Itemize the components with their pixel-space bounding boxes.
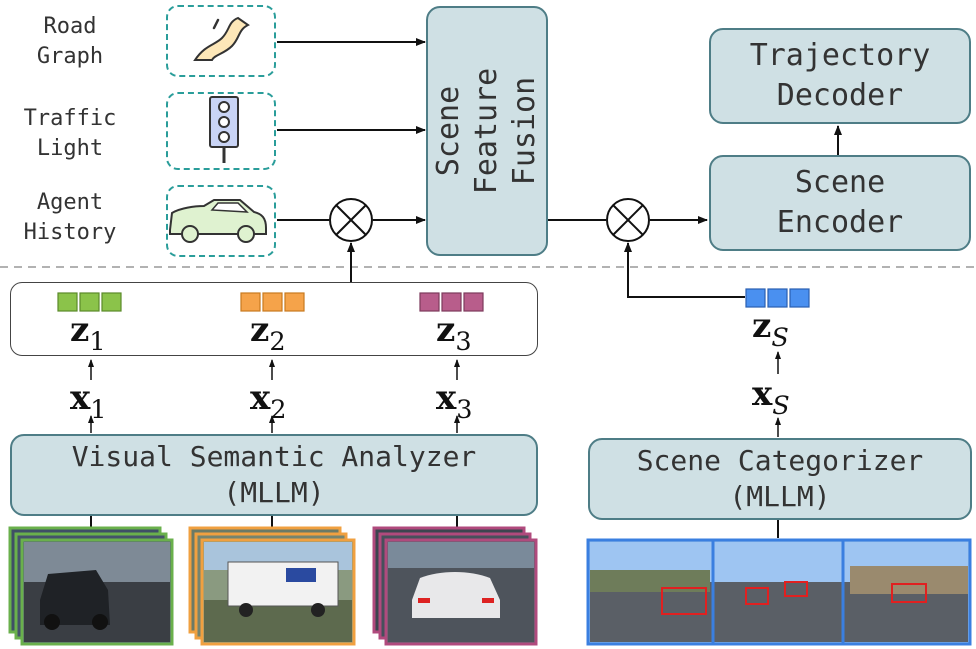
xs-label: xS (752, 374, 790, 421)
pink-image-stack (372, 526, 538, 646)
x1-label: x1 (70, 378, 107, 425)
zs-label: zS (752, 306, 789, 353)
road-graph-label: Road Graph (36, 14, 104, 69)
scene-encoder-box: Scene Encoder (709, 155, 971, 251)
agent-history-label: Agent History (23, 190, 117, 245)
scene-image-strip (586, 538, 972, 646)
trajectory-decoder-box: Trajectory Decoder (709, 28, 971, 124)
road-graph-box (166, 5, 276, 77)
x2-label: x2 (250, 378, 287, 425)
agent-history-box (166, 185, 276, 257)
latent-group-box (10, 282, 538, 356)
x3-label: x3 (436, 378, 473, 425)
z2-label: z2 (250, 310, 286, 357)
scene-categorizer-box: Scene Categorizer (MLLM) (588, 438, 972, 520)
scene-feature-fusion-box: Scene Feature Fusion (426, 6, 548, 256)
z3-label: z3 (436, 310, 472, 357)
orange-image-stack (188, 526, 356, 646)
z1-label: z1 (70, 310, 106, 357)
scene-feature-fusion-label: Scene Feature Fusion (431, 67, 542, 195)
arrow-zs-to-mult2 (624, 242, 745, 298)
traffic-light-box (166, 92, 276, 170)
green-image-stack (8, 526, 174, 646)
traffic-light-label: Traffic Light (23, 106, 117, 161)
multiply-icon (329, 198, 373, 242)
visual-semantic-analyzer-box: Visual Semantic Analyzer (MLLM) (10, 434, 538, 516)
multiply-icon (606, 198, 650, 242)
zs-blocks (745, 288, 810, 308)
